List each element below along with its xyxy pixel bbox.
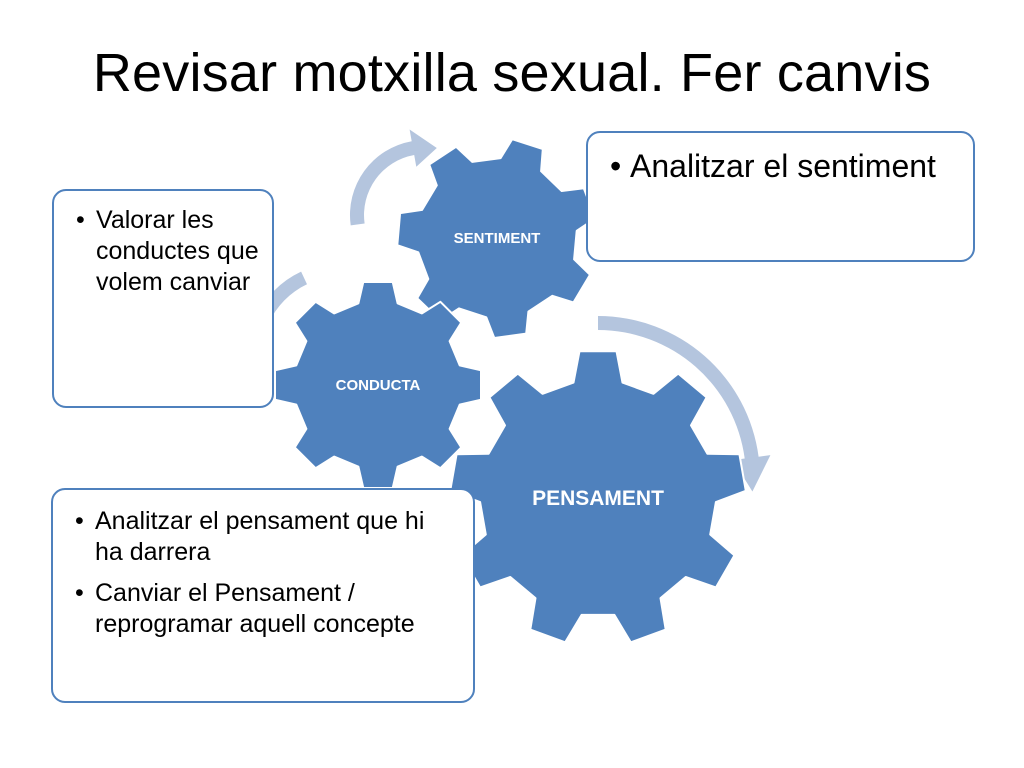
callout-valorar-conductes: Valorar les conductes que volem canviar: [52, 189, 274, 408]
callout-item: Valorar les conductes que volem canviar: [74, 205, 262, 298]
gear-sentiment-shape: [396, 138, 597, 339]
callout-item: Analitzar el sentiment: [608, 147, 959, 186]
callout-analitzar-sentiment: Analitzar el sentiment: [586, 131, 975, 262]
callout-item: Analitzar el pensament que hi ha darrera: [73, 506, 459, 568]
gears: PENSAMENT SENTIMENT CONDUCTA: [274, 138, 747, 644]
gear-pensament-label: PENSAMENT: [532, 487, 664, 510]
gear-pensament-shape: [449, 350, 747, 644]
gear-conducta-label: CONDUCTA: [336, 377, 421, 394]
callout-analitzar-pensament: Analitzar el pensament que hi ha darrera…: [51, 488, 475, 703]
gear-conducta: CONDUCTA: [274, 281, 482, 489]
gear-sentiment: SENTIMENT: [396, 138, 597, 339]
callout-item: Canviar el Pensament / reprogramar aquel…: [73, 578, 459, 640]
gear-sentiment-label: SENTIMENT: [454, 230, 541, 247]
slide-title: Revisar motxilla sexual. Fer canvis: [92, 43, 932, 103]
gear-conducta-shape: [274, 281, 482, 489]
cycle-arrow-sentiment: [349, 129, 437, 226]
cycle-arrow-pensament: [598, 316, 771, 492]
gear-pensament: PENSAMENT: [449, 350, 747, 644]
